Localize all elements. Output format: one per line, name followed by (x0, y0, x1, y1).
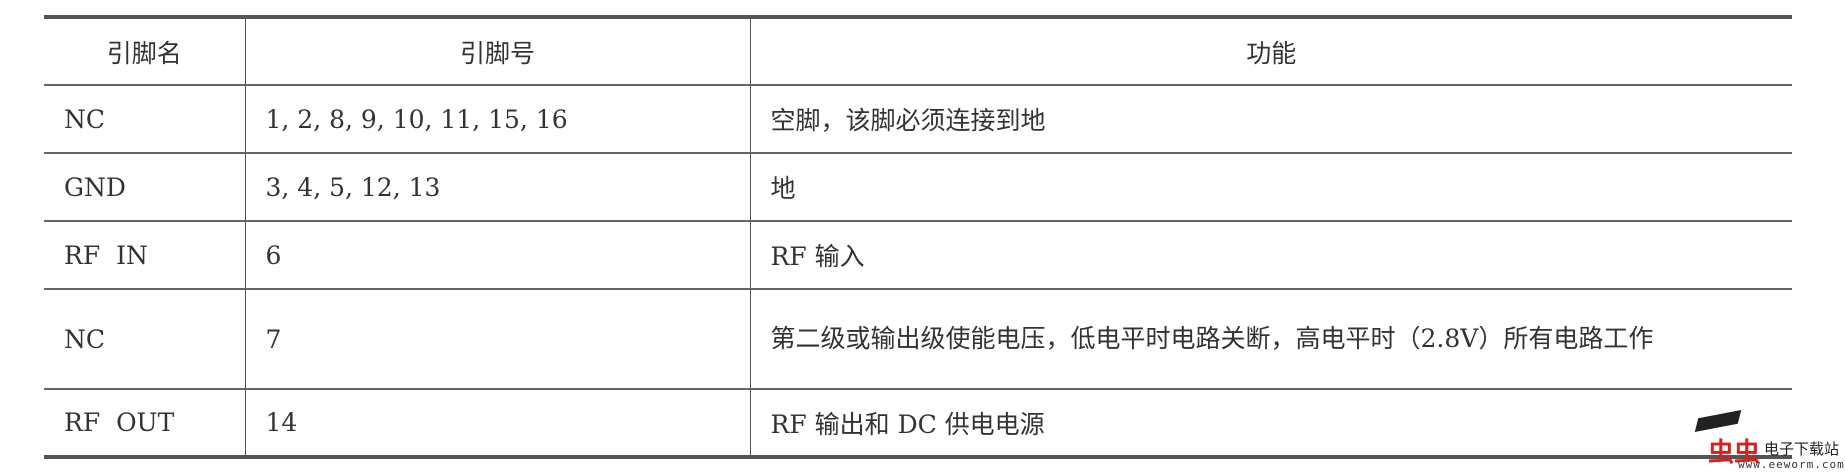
graduation-cap-icon (1694, 409, 1742, 433)
table-row: GND 3, 4, 5, 12, 13 地 (44, 153, 1792, 222)
pin-name: RF OUT (44, 389, 245, 458)
pin-function: 地 (749, 153, 1792, 222)
pin-function: RF 输出和 DC 供电电源 (749, 389, 1792, 458)
pin-function: 空脚，该脚必须连接到地 (749, 85, 1792, 154)
pin-numbers: 6 (244, 221, 750, 290)
watermark-url: www.eeworm.com (1738, 458, 1845, 471)
pin-numbers: 3, 4, 5, 12, 13 (244, 153, 750, 222)
watermark-name: 电子下载站 (1764, 440, 1840, 458)
watermark-brand: 虫虫 (1708, 438, 1761, 468)
pin-name: RF IN (44, 221, 245, 290)
pin-numbers: 1, 2, 8, 9, 10, 11, 15, 16 (244, 85, 750, 154)
table-row: RF IN 6 RF 输入 (44, 221, 1792, 290)
header-function: 功能 (749, 17, 1792, 86)
table-row: RF OUT 14 RF 输出和 DC 供电电源 (44, 389, 1792, 458)
header-pin-name: 引脚名 (44, 17, 245, 86)
table-row: NC 7 第二级或输出级使能电压，低电平时电路关断，高电平时（2.8V）所有电路… (44, 289, 1792, 390)
table-row: NC 1, 2, 8, 9, 10, 11, 15, 16 空脚，该脚必须连接到… (44, 85, 1792, 154)
pin-numbers: 14 (244, 389, 750, 458)
pin-name: NC (44, 85, 245, 154)
pin-name: NC (44, 289, 245, 390)
pin-function-table: 引脚名 引脚号 功能 NC 1, 2, 8, 9, 10, 11, 15, 16… (44, 15, 1792, 459)
header-pin-number: 引脚号 (244, 17, 750, 86)
watermark-logo: 虫虫 电子下载站 www.eeworm.com (1694, 409, 1845, 473)
header-row: 引脚名 引脚号 功能 (44, 17, 1792, 86)
pin-function: RF 输入 (749, 221, 1792, 290)
pin-name: GND (44, 153, 245, 222)
pin-function: 第二级或输出级使能电压，低电平时电路关断，高电平时（2.8V）所有电路工作 (749, 289, 1792, 390)
pin-numbers: 7 (244, 289, 750, 390)
